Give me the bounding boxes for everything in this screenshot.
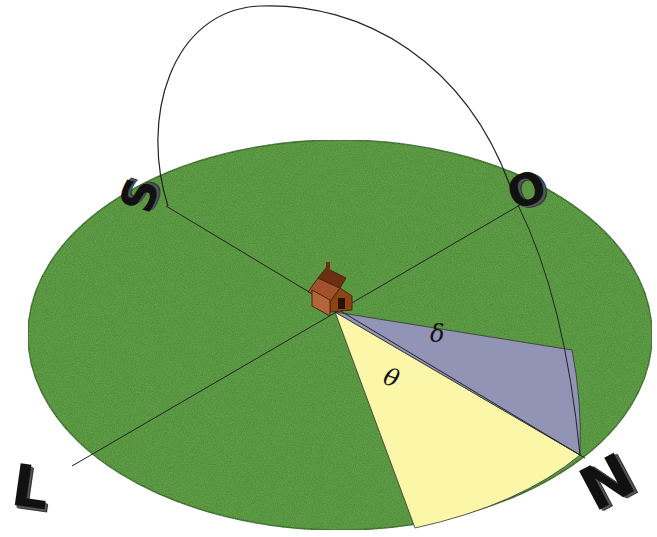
compass-east: L [8,456,53,519]
delta-angle: δ [430,322,444,346]
meridian [518,205,580,455]
west-east-axis [72,205,520,466]
compass-north: N [571,444,644,521]
theta-sector [335,312,580,528]
ground [28,140,652,530]
house [308,262,352,316]
south-north-axis [166,206,585,458]
sun-path [158,6,515,206]
